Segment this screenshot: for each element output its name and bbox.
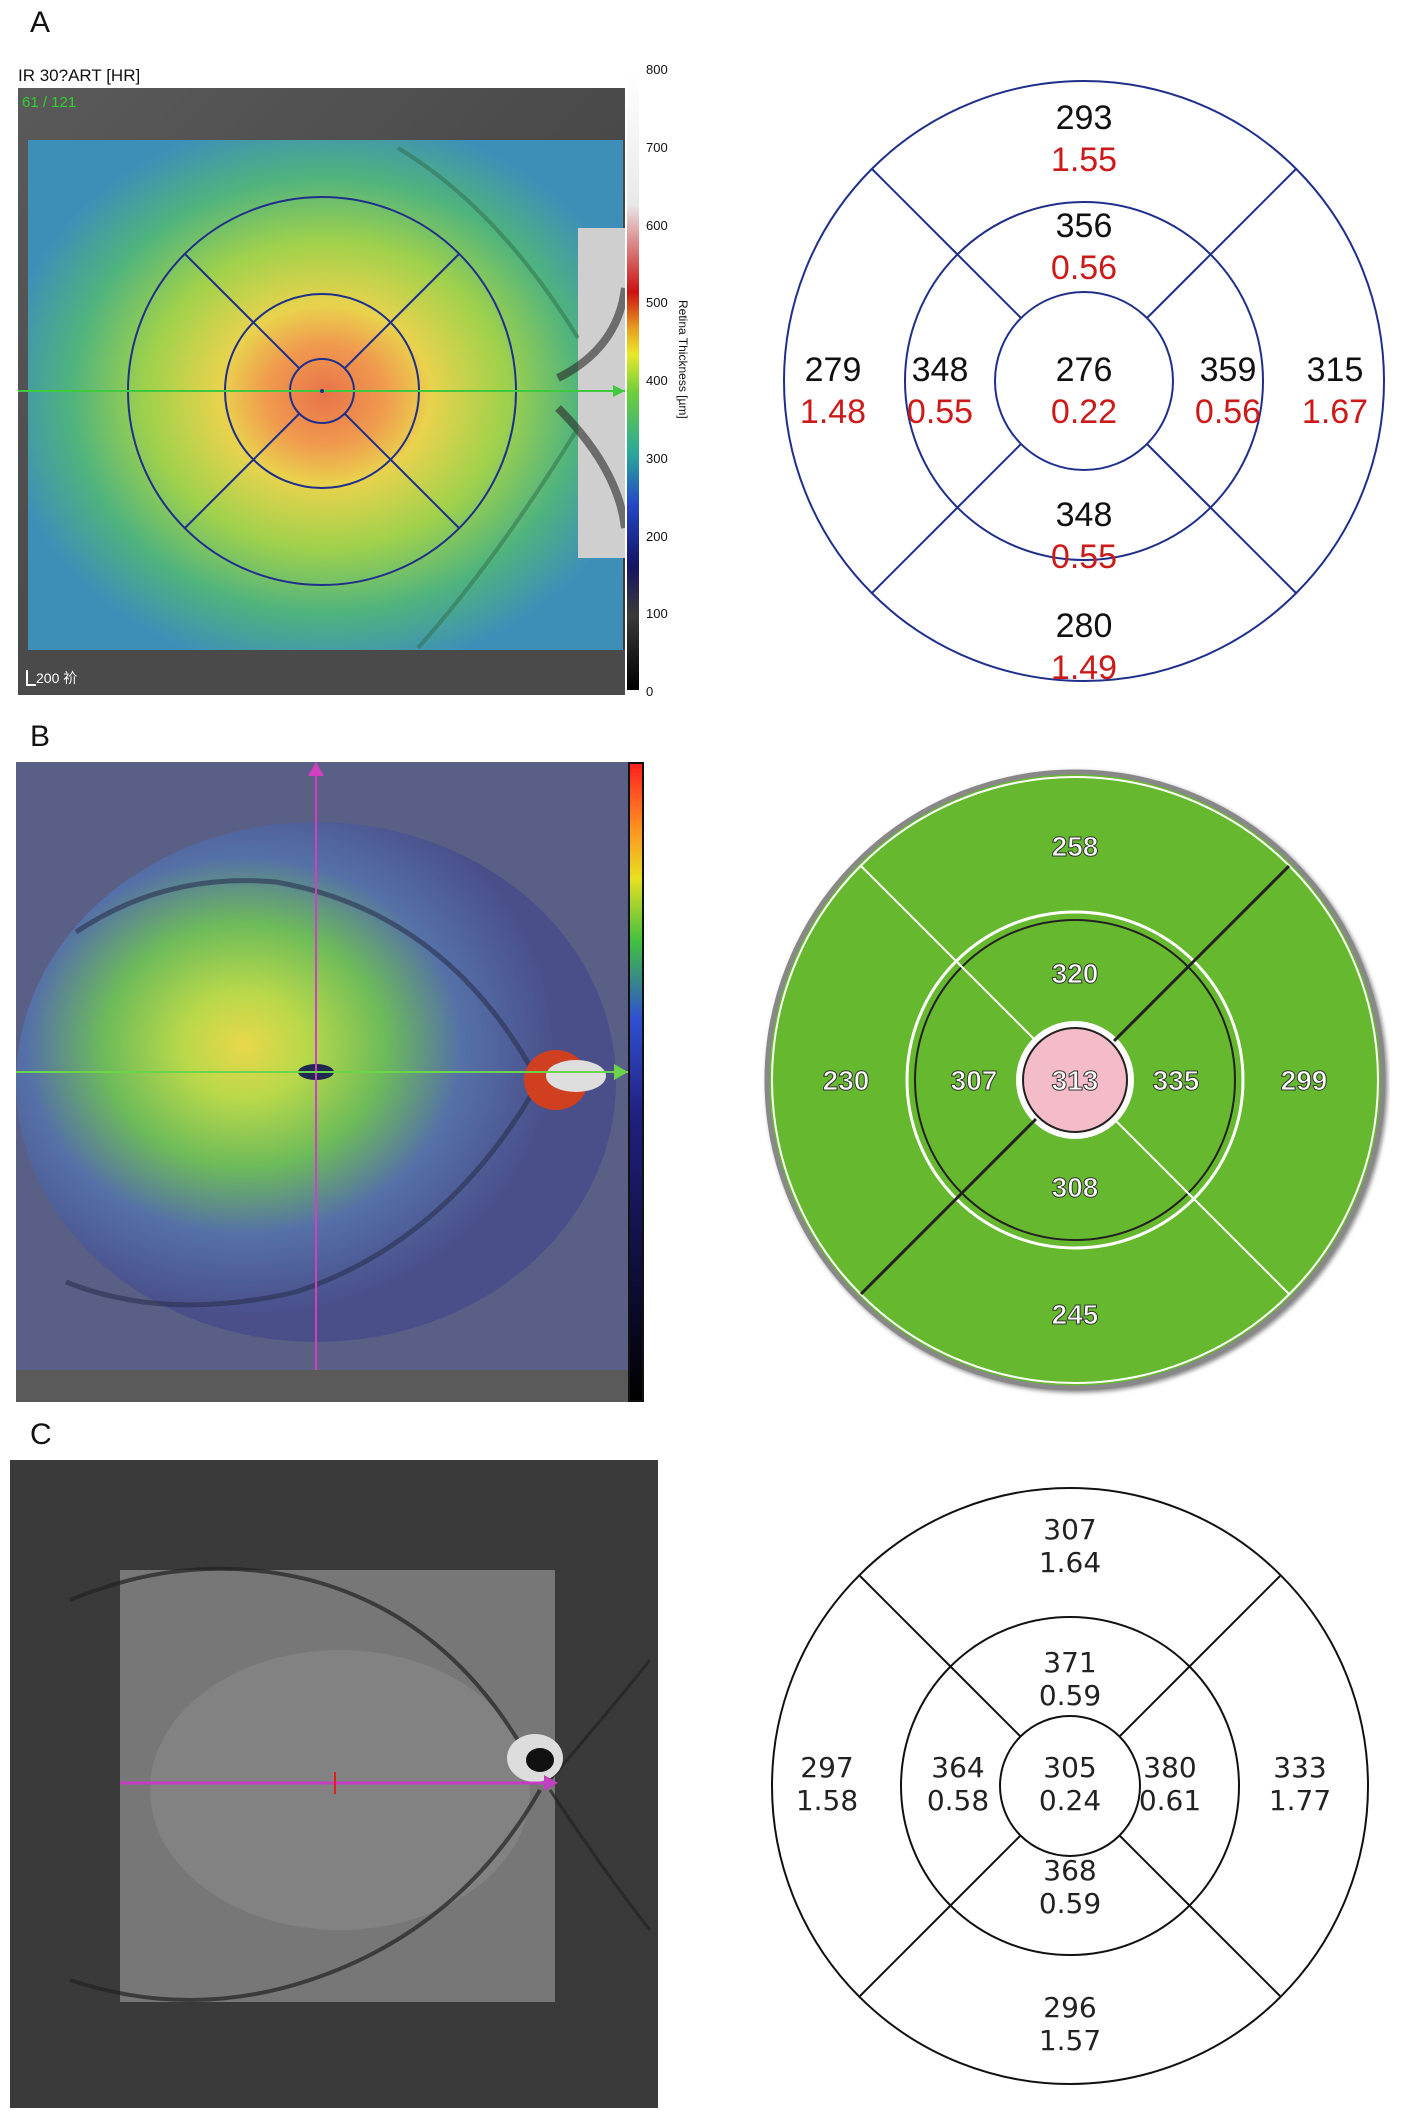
- c-center-thickness: 305: [1043, 1751, 1096, 1784]
- c-outer-top-volume: 1.64: [1039, 1546, 1101, 1579]
- b-inner-bottom: 308: [1052, 1172, 1099, 1203]
- colorbar-tick-label: 700: [646, 139, 668, 155]
- scan-label: IR 30?ART [HR]: [18, 66, 141, 85]
- thickness-colorbar: [627, 68, 639, 690]
- a-outer-left-volume: 1.48: [800, 393, 866, 431]
- scan-arrow-right-icon: [614, 1064, 628, 1080]
- scan-count: 61 / 121: [22, 94, 77, 111]
- b-inner-left: 307: [951, 1065, 998, 1096]
- c-outer-left-volume: 1.58: [796, 1784, 858, 1817]
- c-inner-bottom-thickness: 368: [1043, 1854, 1096, 1887]
- a-inner-right-volume: 0.56: [1195, 393, 1261, 431]
- b-center: 313: [1052, 1065, 1099, 1096]
- c-outer-right-thickness: 333: [1273, 1751, 1326, 1784]
- panel-c-etdrs-grid: 307 1.64 371 0.59 297 1.58 364 0.58 305 …: [771, 1487, 1369, 2085]
- c-inner-right-thickness: 380: [1143, 1751, 1196, 1784]
- c-center-volume: 0.24: [1039, 1784, 1101, 1817]
- colorbar-tick-label: 100: [646, 606, 668, 622]
- b-inner-right: 335: [1153, 1065, 1200, 1096]
- scan-arrow-up-icon: [308, 762, 324, 776]
- colorbar-tick-label: 300: [646, 450, 668, 466]
- panel-letter-c: C: [30, 1418, 52, 1451]
- panel-c-fundus-image: [10, 1460, 658, 2108]
- a-outer-left-thickness: 279: [805, 351, 862, 389]
- a-center-volume: 0.22: [1051, 393, 1117, 431]
- a-inner-right-thickness: 359: [1200, 351, 1257, 389]
- a-outer-bottom-volume: 1.49: [1051, 649, 1117, 687]
- b-outer-right: 299: [1281, 1065, 1328, 1096]
- a-outer-top-volume: 1.55: [1051, 141, 1117, 179]
- c-outer-top-thickness: 307: [1043, 1513, 1096, 1546]
- c-inner-left-volume: 0.58: [927, 1784, 989, 1817]
- panel-letter-a: A: [30, 6, 51, 39]
- c-outer-left-thickness: 297: [800, 1751, 853, 1784]
- a-inner-top-thickness: 356: [1056, 207, 1113, 245]
- panel-a-thickness-map: [18, 88, 625, 695]
- a-outer-right-volume: 1.67: [1302, 393, 1368, 431]
- a-inner-bottom-volume: 0.55: [1051, 538, 1117, 576]
- colorbar-tick-label: 500: [646, 295, 668, 311]
- colorbar-tick-label: 800: [646, 62, 668, 77]
- panel-letter-b: B: [30, 720, 51, 753]
- b-inner-top: 320: [1052, 958, 1099, 989]
- colorbar-tick-label: 400: [646, 373, 668, 388]
- panel-b-etdrs-grid: 258 320 230 307 313 335 299 308 245: [764, 769, 1386, 1391]
- a-inner-bottom-thickness: 348: [1056, 496, 1113, 534]
- b-outer-top: 258: [1052, 831, 1099, 862]
- panel-b-fundus-map: [16, 762, 644, 1402]
- scan-arrow-c-icon: [544, 1775, 558, 1791]
- colorbar-tick-label: 200: [646, 528, 668, 544]
- c-outer-bottom-volume: 1.57: [1039, 2024, 1101, 2057]
- thickness-map-graphic: [18, 88, 625, 695]
- c-outer-right-volume: 1.77: [1269, 1784, 1331, 1817]
- c-inner-top-volume: 0.59: [1039, 1679, 1101, 1712]
- c-inner-left-thickness: 364: [931, 1751, 984, 1784]
- colorbar-tick-label: 600: [646, 217, 668, 233]
- fundus-grayscale-graphic: [10, 1460, 658, 2108]
- panel-a-etdrs-grid: 293 1.55 356 0.56 279 1.48 348 0.55 276 …: [783, 80, 1385, 687]
- c-inner-bottom-volume: 0.59: [1039, 1887, 1101, 1920]
- fundus-map-graphic: [16, 762, 644, 1402]
- b-outer-left: 230: [823, 1065, 870, 1096]
- a-outer-right-thickness: 315: [1307, 351, 1364, 389]
- colorbar-title: Retina Thickness [µm]: [676, 300, 690, 419]
- colorbar-tick-label: 0: [646, 684, 654, 699]
- a-inner-left-thickness: 348: [912, 351, 969, 389]
- a-outer-bottom-thickness: 280: [1056, 607, 1113, 645]
- scale-bar-label: 200 祄: [36, 670, 78, 686]
- a-center-thickness: 276: [1056, 351, 1113, 389]
- c-outer-bottom-thickness: 296: [1043, 1991, 1096, 2024]
- a-inner-top-volume: 0.56: [1051, 249, 1117, 287]
- b-outer-bottom: 245: [1052, 1299, 1099, 1330]
- a-outer-top-thickness: 293: [1056, 99, 1113, 137]
- c-inner-right-volume: 0.61: [1139, 1784, 1201, 1817]
- scale-bar-icon: [26, 670, 36, 686]
- scan-arrow-icon: [613, 385, 625, 397]
- a-inner-left-volume: 0.55: [907, 393, 973, 431]
- c-inner-top-thickness: 371: [1043, 1646, 1096, 1679]
